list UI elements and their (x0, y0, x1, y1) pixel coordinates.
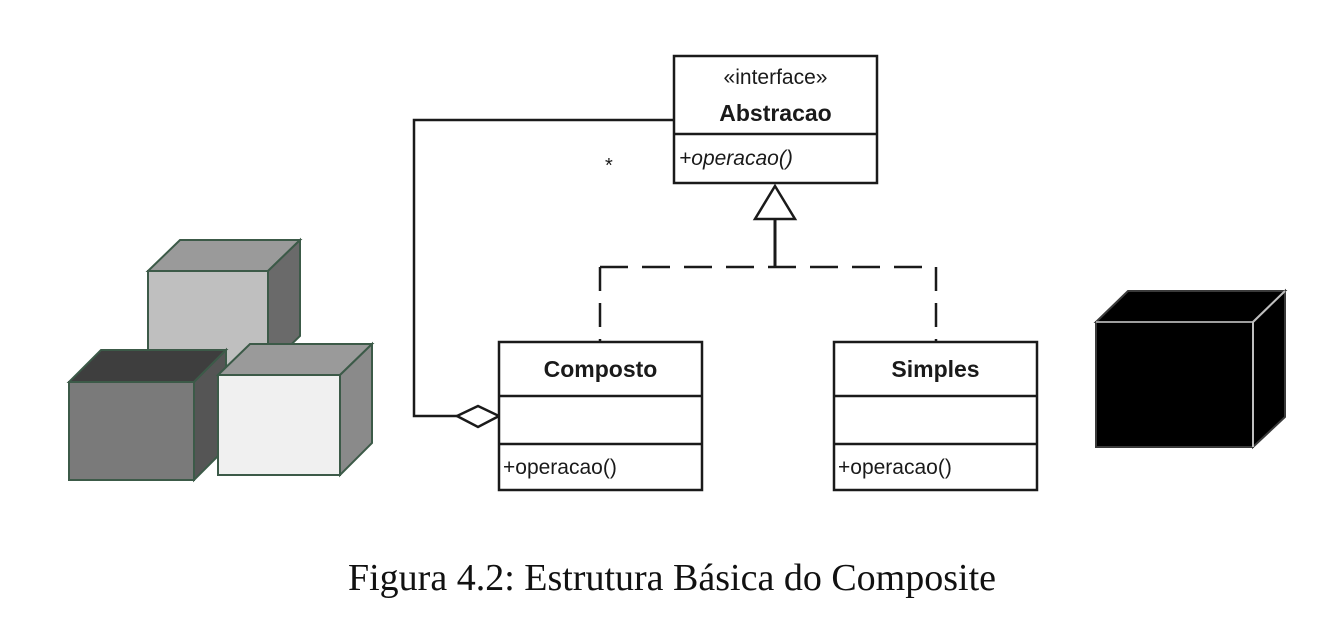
interface-name: Abstracao (719, 100, 831, 126)
realization-arrowhead-icon (752, 183, 798, 221)
composite-cubes-icon (66, 237, 375, 483)
leaf-class-operation: +operacao() (838, 456, 952, 479)
leaf-class-name: Simples (891, 356, 979, 382)
interface-operation: +operacao() (679, 147, 793, 170)
aggregation-diamond-icon (454, 404, 502, 429)
figure-caption: Figura 4.2: Estrutura Básica do Composit… (347, 557, 997, 599)
cube-dark-icon (66, 347, 229, 483)
composite-class-operation: +operacao() (503, 456, 617, 479)
interface-stereotype: «interface» (724, 66, 828, 89)
class-abstracao: «interface» Abstracao +operacao() (672, 54, 879, 185)
realization-relation (598, 183, 938, 342)
class-composto: Composto +operacao() (497, 340, 704, 492)
cube-light-icon (215, 341, 375, 478)
composite-class-name: Composto (544, 356, 658, 382)
class-simples: Simples +operacao() (832, 340, 1039, 492)
black-cube-icon (1093, 288, 1288, 450)
multiplicity-label: * (605, 155, 613, 177)
